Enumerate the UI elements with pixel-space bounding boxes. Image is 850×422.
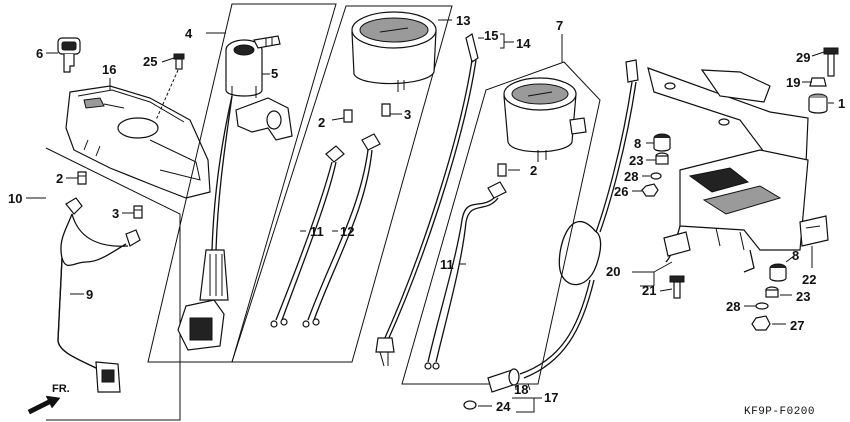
callout-4: 4 (185, 26, 193, 41)
callout-8-lower: 8 (792, 248, 799, 263)
callout-9: 9 (86, 287, 93, 302)
callout-2-middle: 2 (318, 115, 325, 130)
callout-1: 1 (838, 96, 845, 111)
bulb-3-middle (381, 103, 391, 117)
callout-8-upper: 8 (634, 136, 641, 151)
callout-22: 22 (802, 272, 816, 287)
callout-3-middle: 3 (404, 107, 411, 122)
nut-27-part (751, 315, 771, 331)
callout-24: 24 (496, 399, 511, 414)
callout-2-left: 2 (56, 171, 63, 186)
bolt-21-part (669, 275, 685, 299)
callout-21: 21 (642, 283, 656, 298)
tachometer-part (351, 11, 437, 92)
speedo-cable-part (487, 59, 639, 393)
callout-28-upper: 28 (624, 169, 638, 184)
callout-5: 5 (271, 66, 278, 81)
grommet-1-part (808, 93, 828, 114)
grommet-8-lower (769, 263, 787, 282)
callout-20: 20 (606, 264, 620, 279)
collar-23-upper (655, 152, 669, 165)
grommet-8-upper (653, 133, 671, 152)
front-direction-arrow (27, 395, 61, 415)
callout-29: 29 (796, 50, 810, 65)
callout-23-upper: 23 (629, 153, 643, 168)
front-direction-label: FR. (52, 383, 70, 395)
callout-28-lower: 28 (726, 299, 740, 314)
callout-6: 6 (36, 46, 43, 61)
bulb-2-left (77, 171, 87, 185)
callout-18: 18 (514, 382, 528, 397)
callout-14: 14 (516, 36, 531, 51)
callout-13: 13 (456, 13, 470, 28)
switch-cover-part (235, 97, 293, 141)
collar-19-part (809, 77, 827, 87)
bulb-3-left (133, 205, 143, 219)
callout-17: 17 (544, 390, 558, 405)
callout-12: 12 (340, 224, 354, 239)
callout-23-lower: 23 (796, 289, 810, 304)
callout-27: 27 (790, 318, 804, 333)
collar-23-lower (765, 286, 779, 298)
callout-25: 25 (143, 54, 157, 69)
bulb-2-middle (343, 109, 353, 123)
socket-wires-middle (270, 133, 381, 328)
callout-7: 7 (556, 18, 563, 33)
switch-harness-part (177, 95, 233, 351)
bracket-22-part (799, 215, 829, 247)
tacho-cable-part (375, 33, 479, 367)
callout-19: 19 (786, 75, 800, 90)
speedometer-part (503, 77, 587, 162)
ignition-switch-part (225, 35, 281, 98)
seal-24-part (463, 400, 477, 410)
callout-11-right: 11 (440, 257, 454, 272)
callout-16: 16 (102, 62, 116, 77)
washer-28-lower (755, 302, 769, 310)
meter-harness-part (57, 197, 141, 393)
callout-11-middle: 11 (310, 224, 324, 239)
nut-26-part (641, 183, 659, 197)
meter-cover-part (65, 85, 211, 199)
socket-wires-right (424, 181, 507, 370)
screw-25-part (173, 53, 185, 70)
washer-28-upper (650, 172, 662, 180)
callout-3-left: 3 (112, 206, 119, 221)
bulb-2-right (497, 163, 507, 177)
bolt-29-part (823, 47, 839, 77)
callout-10: 10 (8, 191, 22, 206)
meter-bracket-part (647, 67, 809, 273)
callout-15: 15 (484, 28, 498, 43)
diagram-code: KF9P-F0200 (744, 406, 815, 418)
key-part (57, 37, 81, 73)
callout-26: 26 (614, 184, 628, 199)
callout-2-right: 2 (530, 163, 537, 178)
